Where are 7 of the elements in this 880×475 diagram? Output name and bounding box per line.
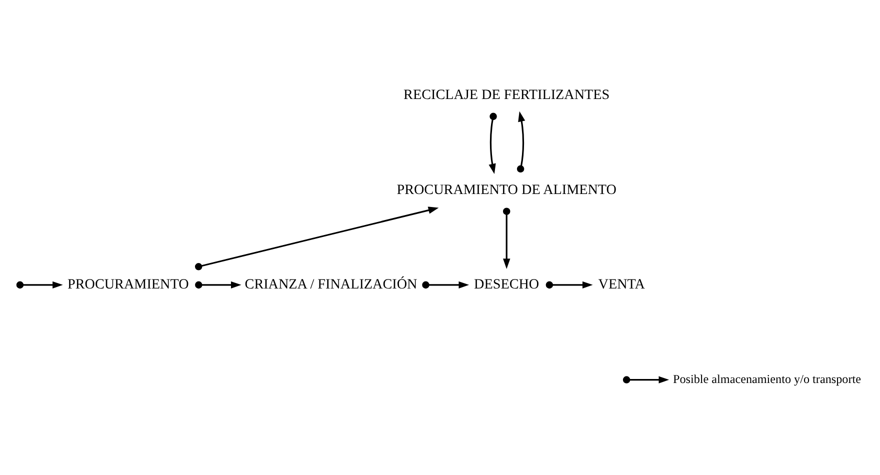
legend-label: Posible almacenamiento y/o transporte [672,372,861,386]
node-text: VENTA [598,276,645,293]
node-text: RECICLAJE DE FERTILIZANTES [404,86,610,103]
node-text: PROCURAMIENTO DE ALIMENTO [396,182,616,198]
node-text: DESECHO [474,276,540,293]
node-text: CRIANZA / FINALIZACIÓN [244,276,418,293]
node-text: PROCURAMIENTO [68,276,189,293]
